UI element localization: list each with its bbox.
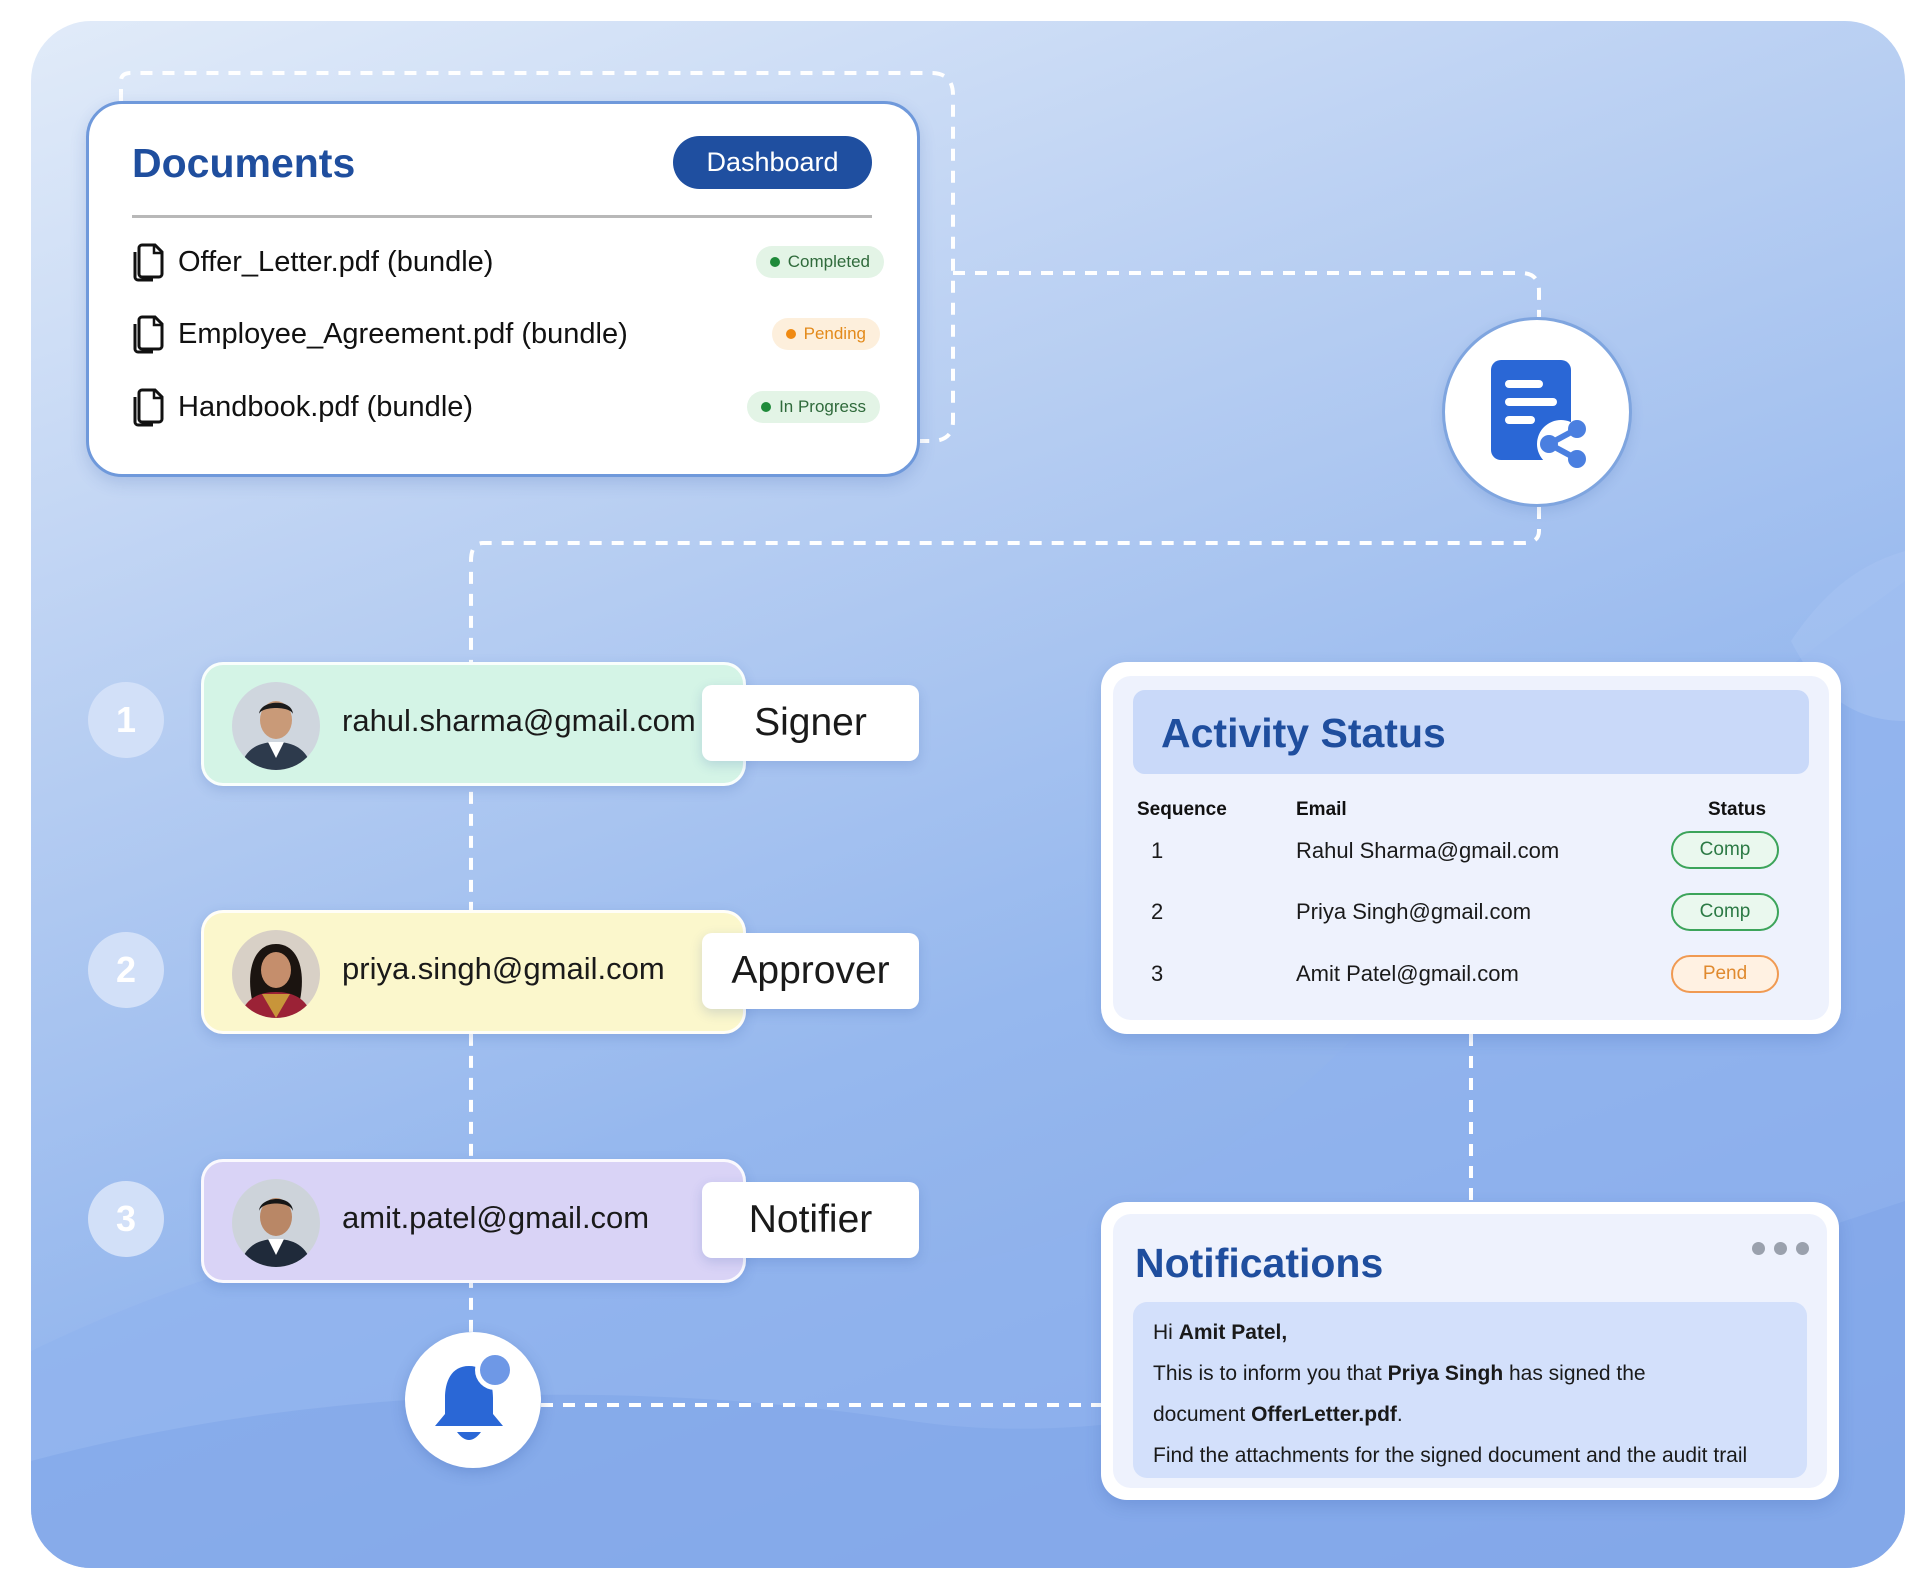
- message-greeting: Hi Amit Patel,: [1153, 1321, 1288, 1344]
- notifications-card: Notifications Hi Amit Patel, This is to …: [1101, 1202, 1839, 1500]
- role-label[interactable]: Approver: [702, 933, 919, 1009]
- recipient-card[interactable]: rahul.sharma@gmail.com: [201, 662, 746, 786]
- status-dot: [769, 257, 780, 267]
- activity-title: Activity Status: [1161, 710, 1446, 756]
- role-label[interactable]: Notifier: [702, 1182, 919, 1258]
- message-line: Find the attachments for the signed docu…: [1153, 1444, 1748, 1467]
- notification-bell-node[interactable]: [405, 1332, 541, 1468]
- recipient-card[interactable]: amit.patel@gmail.com: [201, 1159, 746, 1283]
- message-line: This is to inform you that Priya Singh h…: [1153, 1362, 1646, 1385]
- row-sequence: 3: [1151, 961, 1164, 986]
- document-name: Employee_Agreement.pdf (bundle): [178, 317, 628, 350]
- activity-header: Activity Status: [1133, 690, 1809, 774]
- status-dot: [761, 402, 772, 412]
- bell-notification-icon: [435, 1354, 515, 1440]
- column-header-email: Email: [1296, 799, 1347, 820]
- document-row[interactable]: Handbook.pdf (bundle) In Progress: [130, 382, 890, 432]
- notifications-title: Notifications: [1135, 1240, 1384, 1286]
- activity-status-card: Activity Status Sequence Email Status 1 …: [1101, 662, 1841, 1034]
- document-share-node[interactable]: [1442, 317, 1632, 507]
- status-badge: Comp: [1671, 831, 1779, 869]
- activity-panel: Activity Status Sequence Email Status 1 …: [1113, 676, 1829, 1020]
- row-email: Amit Patel@gmail.com: [1296, 961, 1519, 986]
- document-name: Offer_Letter.pdf (bundle): [178, 245, 494, 278]
- avatar: [232, 1179, 320, 1267]
- documents-copy-icon: [133, 315, 164, 354]
- row-email: Priya Singh@gmail.com: [1296, 899, 1532, 924]
- step-number: 2: [88, 932, 164, 1008]
- message-line: document OfferLetter.pdf.: [1153, 1403, 1403, 1426]
- document-name: Handbook.pdf (bundle): [178, 390, 474, 423]
- row-sequence: 1: [1151, 838, 1164, 863]
- documents-title: Documents: [132, 140, 356, 186]
- status-badge: Completed: [755, 246, 884, 278]
- status-badge: Comp: [1671, 893, 1779, 931]
- column-header-status: Status: [1708, 799, 1767, 820]
- role-label[interactable]: Signer: [702, 685, 919, 761]
- status-dot: [785, 329, 796, 339]
- more-options-icon[interactable]: [1752, 1242, 1809, 1255]
- status-badge: Pend: [1671, 955, 1779, 993]
- document-share-icon: [1491, 360, 1586, 468]
- status-badge: Pending: [771, 318, 880, 350]
- documents-copy-icon: [133, 243, 164, 282]
- recipient-email: rahul.sharma@gmail.com: [342, 703, 696, 738]
- status-label: In Progress: [779, 397, 866, 416]
- connector-lines: [119, 71, 1541, 1407]
- status-badge: In Progress: [747, 391, 880, 423]
- status-label: Pending: [803, 324, 866, 343]
- divider: [132, 215, 872, 218]
- row-email: Rahul Sharma@gmail.com: [1296, 838, 1560, 863]
- notifications-panel: Notifications Hi Amit Patel, This is to …: [1113, 1214, 1827, 1488]
- step-number: 1: [88, 682, 164, 758]
- avatar: [232, 682, 320, 770]
- document-row[interactable]: Employee_Agreement.pdf (bundle) Pending: [130, 309, 890, 359]
- step-number: 3: [88, 1181, 164, 1257]
- recipient-email: amit.patel@gmail.com: [342, 1200, 650, 1235]
- documents-card: Documents Dashboard Offer_Letter.pdf (bu…: [86, 101, 920, 477]
- recipient-card[interactable]: priya.singh@gmail.com: [201, 910, 746, 1034]
- status-label: Completed: [787, 252, 870, 271]
- dashboard-button[interactable]: Dashboard: [673, 136, 872, 189]
- document-row[interactable]: Offer_Letter.pdf (bundle) Completed: [130, 237, 890, 287]
- documents-copy-icon: [133, 388, 164, 427]
- column-header-sequence: Sequence: [1137, 799, 1227, 820]
- notification-message: Hi Amit Patel, This is to inform you tha…: [1133, 1302, 1807, 1478]
- row-sequence: 2: [1151, 899, 1164, 924]
- recipient-email: priya.singh@gmail.com: [342, 951, 665, 986]
- workflow-canvas: Documents Dashboard Offer_Letter.pdf (bu…: [31, 21, 1905, 1568]
- avatar: [232, 930, 320, 1018]
